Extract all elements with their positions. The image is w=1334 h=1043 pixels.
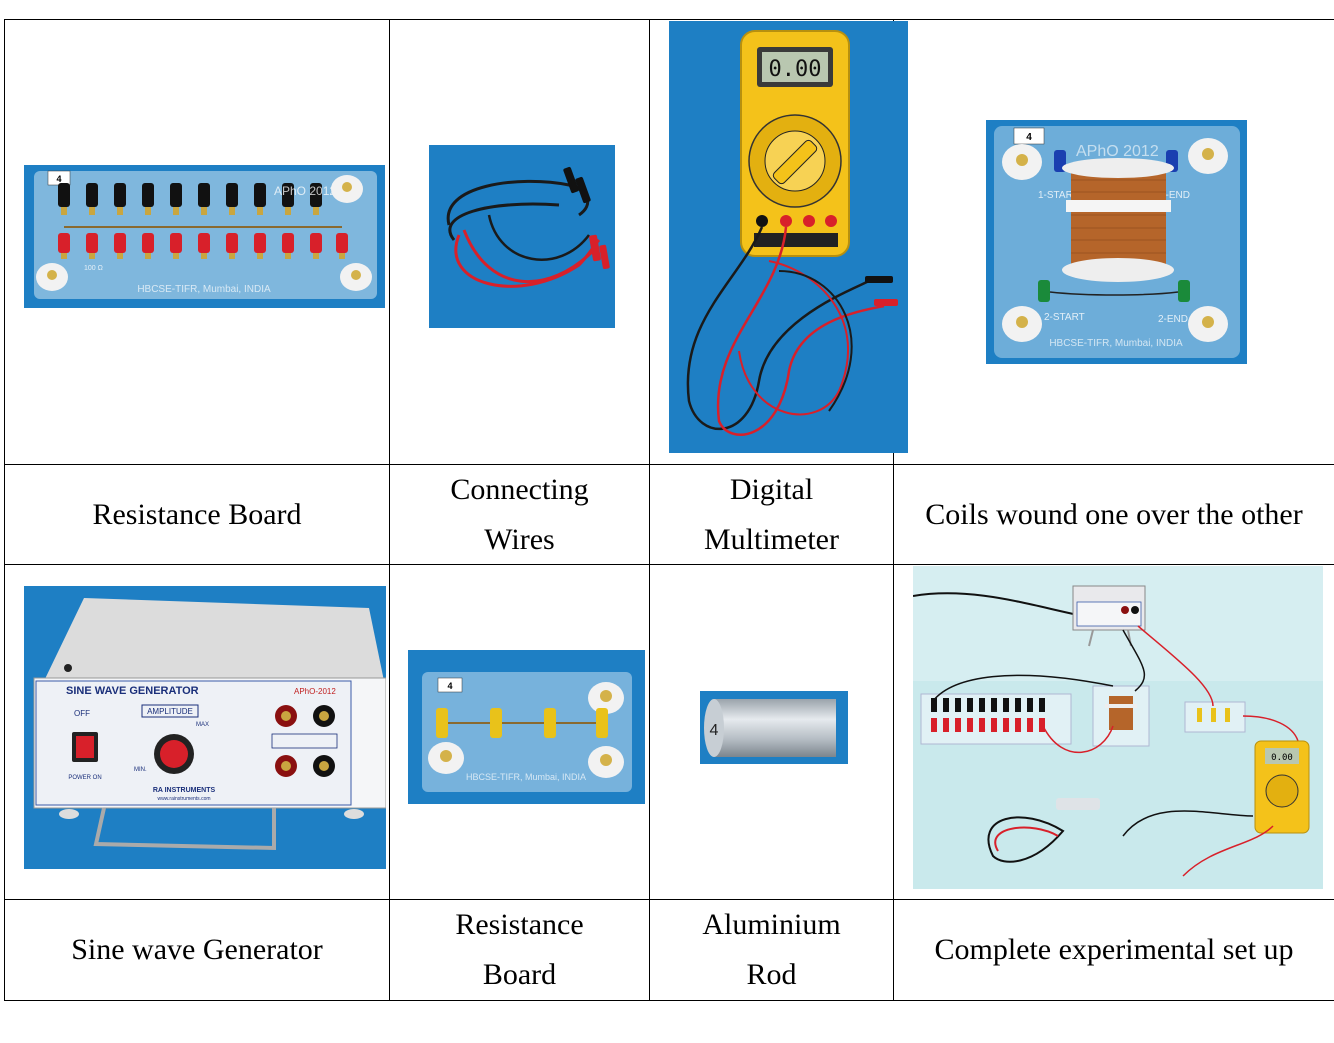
generator-title-text: SINE WAVE GENERATOR (66, 685, 199, 697)
table-border-top (4, 19, 1334, 20)
table-border-bottom (4, 1000, 1334, 1001)
generator-min-text: MIN. (134, 767, 147, 773)
resistance-board-photo: 4 APhO 2012 (24, 165, 385, 308)
aluminium-rod-photo: 4 (700, 691, 848, 764)
digital-multimeter-photo: 0.00 (669, 21, 908, 453)
coil-label-2-end: 2-END (1158, 314, 1188, 325)
caption-sine-wave-generator: Sine wave Generator (71, 933, 323, 966)
generator-brand-text: RA INSTRUMENTS (153, 787, 216, 794)
table-col-rule-2 (649, 19, 650, 1001)
table-border-left (4, 19, 5, 1001)
coils-image: 4 APhO 2012 1-START 1-END (986, 120, 1247, 364)
generator-max-text: MAX (196, 722, 209, 728)
coil-apho-text: APhO 2012 (1076, 143, 1159, 160)
generator-amplitude-text: AMPLITUDE (147, 707, 193, 716)
resistor-label-text: 100 Ω (84, 265, 103, 272)
coil-label-2-start: 2-START (1044, 312, 1085, 323)
small-board-number-text: 4 (447, 681, 452, 691)
table-rule-1 (4, 464, 1334, 465)
coil-label-1-start: 1-START (1038, 190, 1079, 201)
caption-complete-setup: Complete experimental set up (934, 933, 1294, 966)
generator-power-on-text: POWER ON (68, 775, 101, 781)
hbcse-text: HBCSE-TIFR, Mumbai, INDIA (137, 284, 271, 295)
coils-photo: 4 APhO 2012 1-START 1-END (986, 120, 1247, 364)
complete-setup-image: 0.00 (913, 566, 1323, 889)
small-resistance-board-image: 4 HBCSE-TIFR, Mumbai, INDIA (408, 650, 645, 804)
table-col-rule-3 (893, 19, 894, 1001)
setup-multimeter-display-text: 0.00 (1271, 753, 1293, 763)
small-resistance-board-photo: 4 HBCSE-TIFR, Mumbai, INDIA (408, 650, 645, 804)
table-rule-3 (4, 899, 1334, 900)
complete-setup-photo: 0.00 (913, 566, 1323, 889)
small-board-hbcse-text: HBCSE-TIFR, Mumbai, INDIA (466, 772, 586, 782)
coil-board-number-text: 4 (1026, 132, 1032, 143)
caption-aluminium-rod: Aluminium Rod (702, 908, 841, 991)
sine-wave-generator-photo: SINE WAVE GENERATOR APhO-2012 OFF AMPLIT… (24, 586, 386, 869)
resistance-board-image: 4 APhO 2012 (24, 165, 385, 308)
table-rule-2 (4, 564, 1334, 565)
caption-resistance-board-2: Resistance Board (455, 908, 584, 991)
aluminium-rod-image: 4 (700, 691, 848, 764)
multimeter-display-text: 0.00 (769, 57, 822, 82)
coil-label-1-end: 1-END (1160, 190, 1190, 201)
caption-resistance-board: Resistance Board (92, 497, 302, 531)
caption-coils: Coils wound one over the other (925, 497, 1303, 531)
generator-off-text: OFF (74, 709, 90, 718)
sine-wave-generator-image: SINE WAVE GENERATOR APhO-2012 OFF AMPLIT… (24, 586, 386, 869)
connecting-wires-image (429, 145, 615, 328)
caption-digital-multimeter: Digital Multimeter (704, 472, 839, 556)
caption-connecting-wires: Connecting Wires (450, 472, 589, 556)
board-number-text: 4 (56, 174, 61, 184)
table-col-rule-1 (389, 19, 390, 1001)
apho-text: APhO 2012 (274, 184, 336, 198)
digital-multimeter-image: 0.00 (669, 21, 908, 453)
generator-apho-text: APhO-2012 (294, 687, 336, 696)
rod-number-text: 4 (710, 722, 719, 739)
connecting-wires-photo (429, 145, 615, 328)
generator-url-text: www.rainstruments.com (157, 796, 210, 802)
coil-hbcse-text: HBCSE-TIFR, Mumbai, INDIA (1049, 338, 1183, 349)
